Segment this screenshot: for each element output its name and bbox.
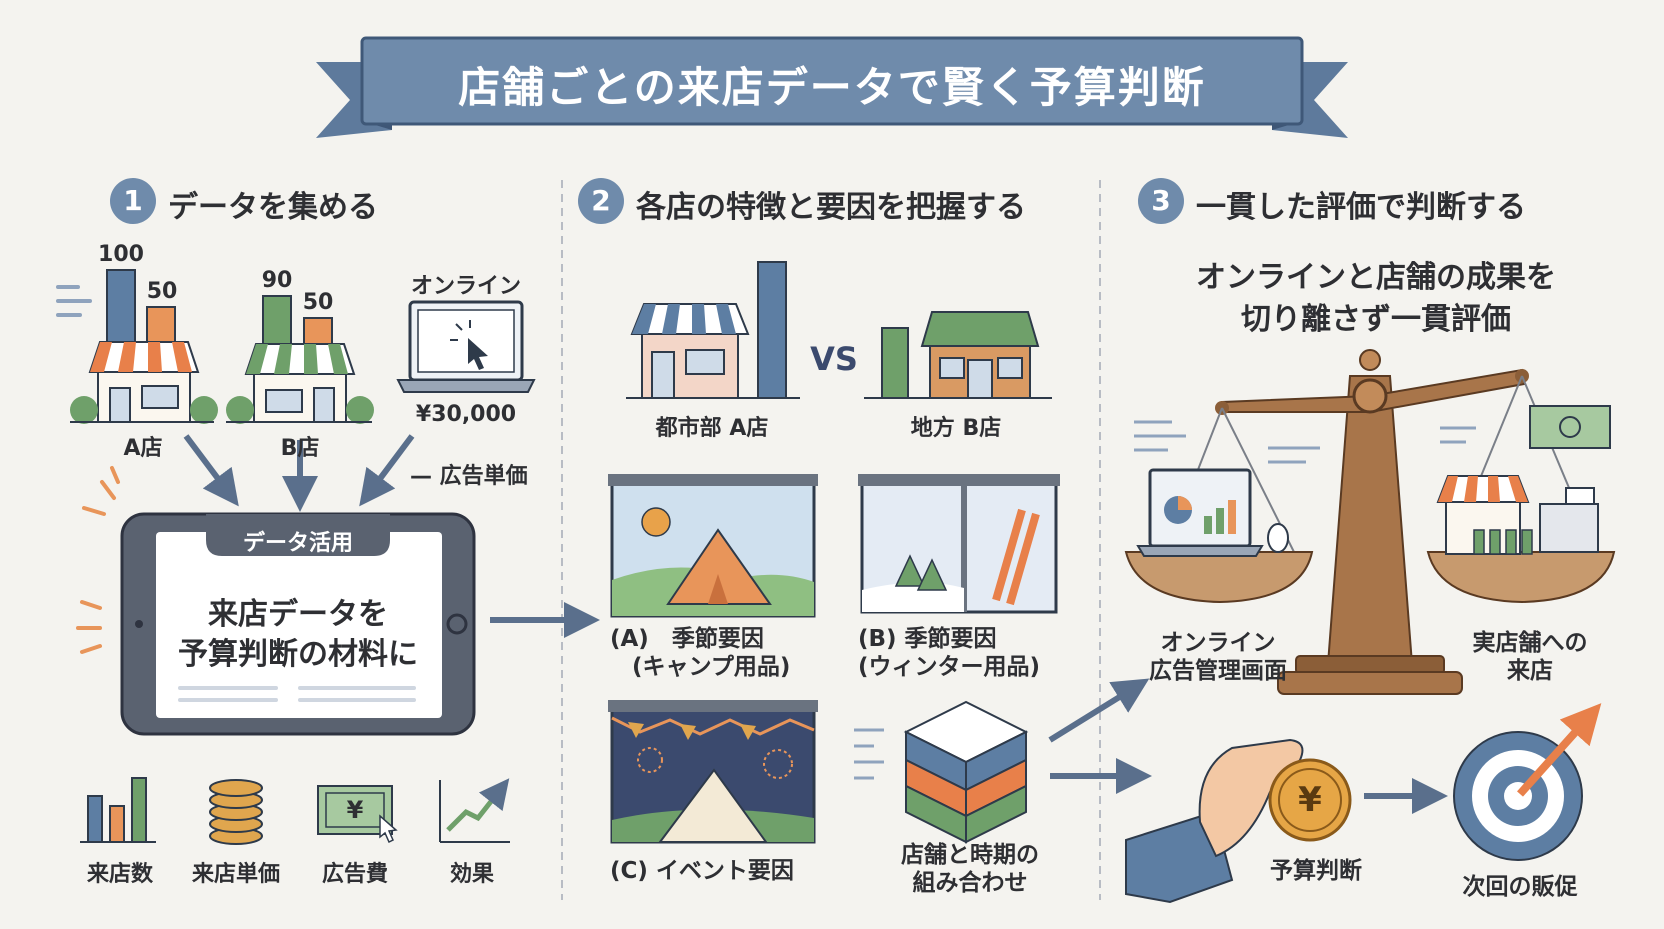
physical-shop-icon (1436, 475, 1599, 555)
right-pan-label-1: 実店舗への (1472, 630, 1588, 656)
arrow-a-to-tablet (183, 434, 239, 507)
combo-line-2: 組み合わせ (912, 870, 1028, 896)
storeB-ads-value: 50 (302, 290, 334, 315)
step-heading-3: 一貫した評価で判断する (1196, 190, 1526, 225)
winter-scene (858, 474, 1060, 614)
visits-bar-icon (80, 777, 156, 843)
yen-bill-symbol: ¥ (346, 796, 364, 824)
arrow-online-to-tablet (359, 434, 415, 507)
coin-yen-symbol: ¥ (1298, 780, 1322, 820)
arrow-combo-to-scale (1048, 678, 1150, 743)
storeA-shop-icon (70, 341, 218, 424)
step-number-2: 2 (578, 178, 624, 224)
step-number-3: 3 (1138, 178, 1184, 224)
page-title: 店舗ごとの来店データで賢く予算判断 (458, 63, 1206, 112)
admin-laptop-icon (1136, 468, 1289, 557)
title-ribbon (316, 36, 1348, 138)
storeA-bar-visits (106, 269, 136, 353)
combo-line-1: 店舗と時期の (901, 842, 1039, 868)
layers-cube-icon (903, 700, 1029, 844)
money-bill-icon (1529, 405, 1611, 449)
storeA-ads-value: 50 (146, 279, 178, 304)
laptop-icon (396, 300, 536, 393)
factor-b-line-1: (B) 季節要因 (858, 626, 997, 652)
left-pan-label-1: オンライン (1160, 630, 1276, 656)
storeB-label: B店 (280, 436, 320, 461)
signal-lines-icon (1134, 420, 1476, 464)
online-label: オンライン (410, 274, 522, 299)
factor-b-line-2: (ウィンター用品) (858, 654, 1041, 680)
next-promotion-label: 次回の販促 (1462, 874, 1578, 900)
yen-bill-icon (317, 785, 398, 844)
urban-bar (757, 261, 787, 399)
event-scene (608, 700, 818, 844)
step-heading-1: データを集める (168, 190, 378, 225)
right-pan-label-2: 来店 (1507, 658, 1553, 684)
step-number-1: 1 (110, 178, 156, 224)
camping-scene (608, 474, 818, 618)
spark-icon (76, 466, 120, 654)
factor-a-line-2: (キャンプ用品) (632, 654, 791, 680)
rural-store-icon (864, 311, 1052, 399)
urban-store-icon (626, 303, 800, 399)
icon-label-ad-cost: 広告費 (321, 862, 389, 887)
budget-decision-label: 予算判断 (1270, 858, 1362, 884)
tablet-device (120, 512, 476, 736)
trend-up-icon (439, 778, 510, 843)
step-heading-2: 各店の特徴と要因を把握する (636, 190, 1026, 225)
icon-label-effect: 効果 (449, 862, 495, 887)
left-pan-label-2: 広告管理画面 (1149, 658, 1287, 684)
ad-unit-note: — 広告単価 (410, 464, 528, 489)
tablet-badge: データ活用 (242, 531, 354, 556)
urban-store-label: 都市部 A店 (655, 416, 769, 441)
balance-scale-icon (1124, 349, 1616, 695)
tablet-line-2: 予算判断の材料に (178, 637, 418, 672)
combo-lines-icon (854, 728, 884, 780)
hand-coin-icon (1125, 738, 1352, 904)
speed-lines-icon (56, 285, 92, 317)
eval-headline-2: 切り離さず一貫評価 (1241, 302, 1511, 337)
factor-c-label: (C) イベント要因 (610, 858, 794, 884)
factor-a-line-1: (A) 季節要因 (610, 626, 764, 652)
rural-store-label: 地方 B店 (910, 416, 1002, 441)
icon-label-visits: 来店数 (86, 862, 154, 887)
icon-label-unit-price: 来店単価 (191, 862, 281, 887)
storeB-visits-value: 90 (261, 268, 293, 293)
storeA-visits-value: 100 (98, 242, 144, 267)
storeA-label: A店 (123, 436, 163, 461)
target-icon (1453, 703, 1602, 861)
online-price: ¥30,000 (415, 402, 517, 427)
versus-label: VS (810, 340, 858, 378)
rural-bar (881, 327, 909, 399)
tablet-line-1: 来店データを (208, 597, 388, 632)
eval-headline-1: オンラインと店舗の成果を (1196, 260, 1556, 295)
coins-icon (209, 779, 263, 845)
storeB-shop-icon (226, 343, 374, 424)
